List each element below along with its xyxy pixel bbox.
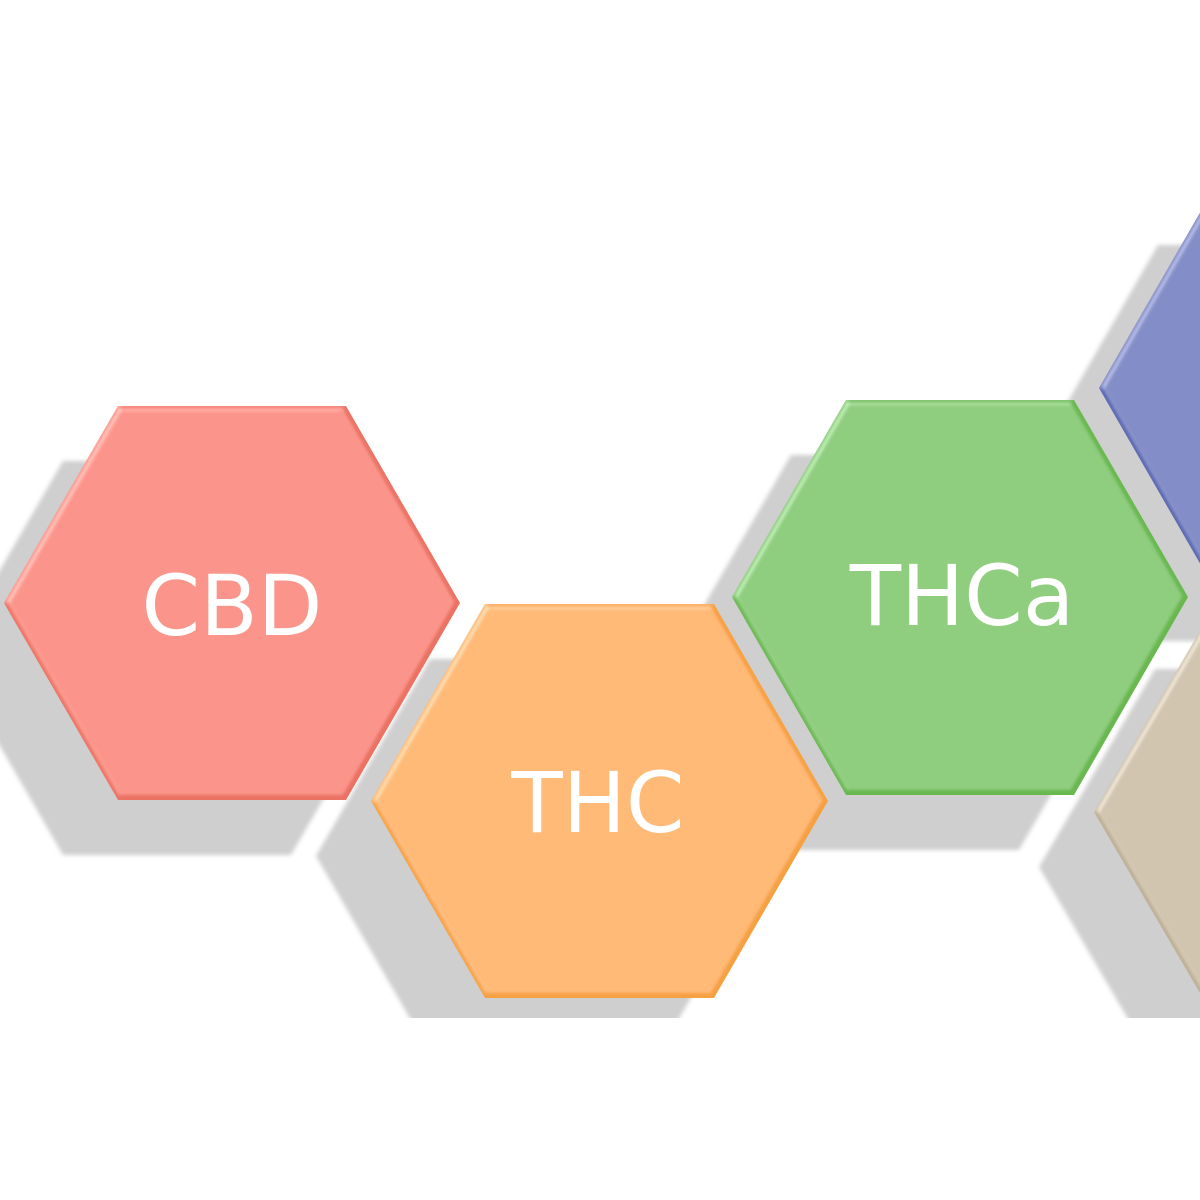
hexagon-cbd-label: CBD (142, 557, 323, 655)
hexagon-thc-shape (371, 604, 828, 998)
hexagon-thca: THCa (732, 400, 1188, 795)
hexagon-blue-partial-shape (1099, 212, 1200, 564)
hexagon-layer: CBD THC THCa (4, 212, 1200, 998)
hexagon-thc: THC (371, 604, 828, 998)
hexagon-cbd: CBD (4, 406, 460, 800)
hexagon-tan-partial-shape (1094, 631, 1200, 993)
hexagon-thc-label: THC (510, 754, 684, 852)
hexagon-tan-partial (1094, 631, 1200, 993)
hexagon-cbd-shape (4, 406, 460, 800)
hexagon-thca-label: THCa (849, 547, 1075, 645)
hexagon-blue-partial (1099, 212, 1200, 564)
hexagon-thca-shape (732, 400, 1188, 795)
